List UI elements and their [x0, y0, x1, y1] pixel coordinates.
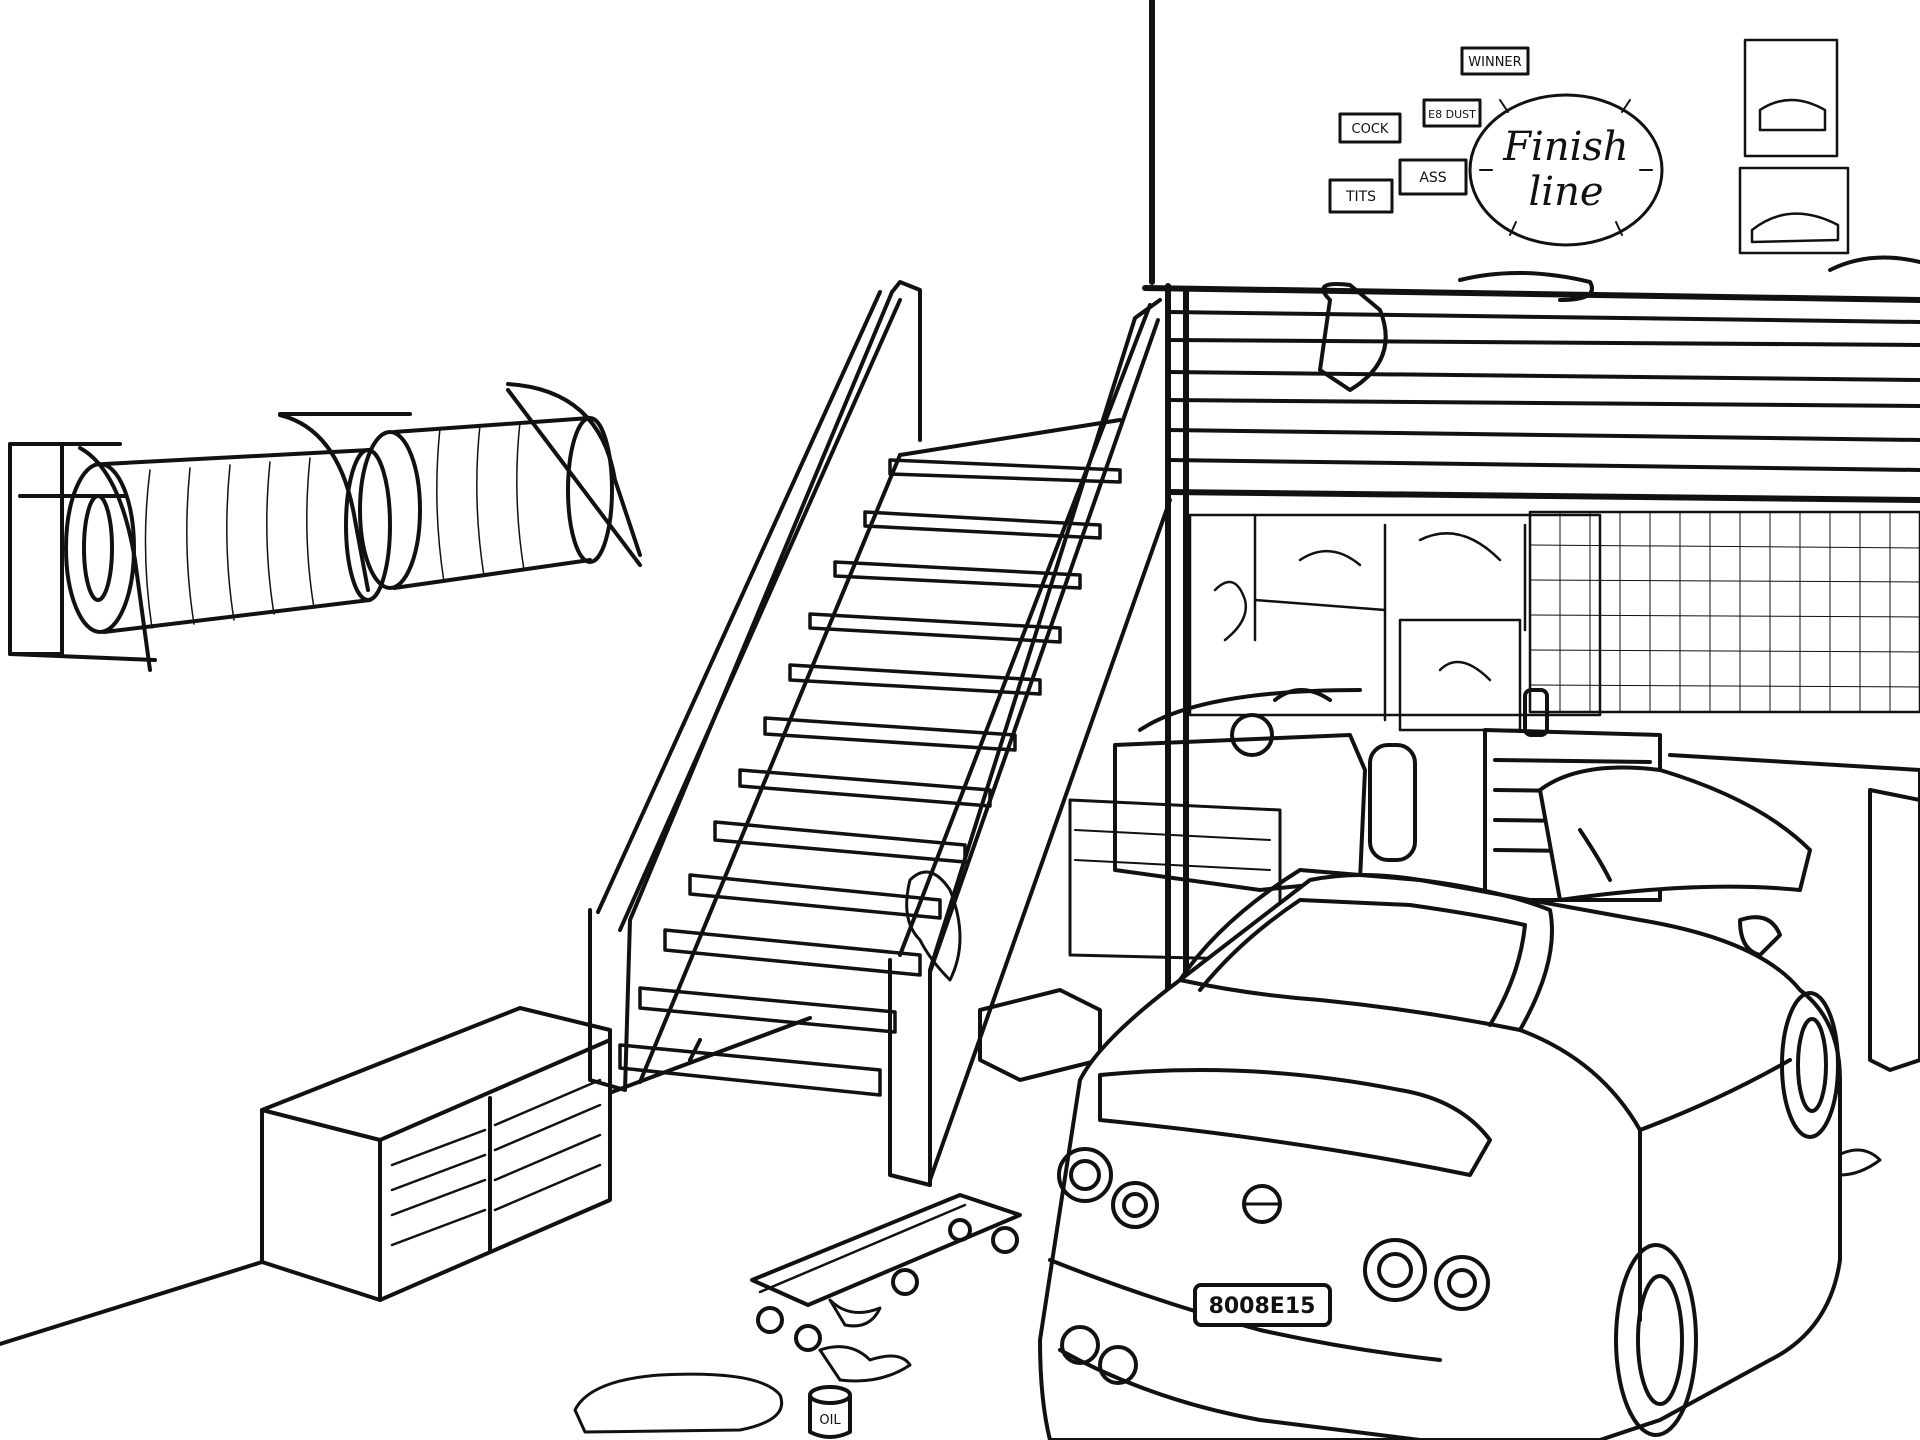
license-plate: 8008E15	[1193, 1283, 1332, 1327]
svg-text:8008E15: 8008E15	[1209, 1294, 1316, 1319]
oil-can: OIL	[808, 1385, 852, 1439]
tire-rack	[8, 382, 642, 672]
sign-line-1: Finish	[1502, 124, 1628, 170]
svg-text:COCK: COCK	[1352, 122, 1389, 137]
floor-clutter: OIL	[573, 1148, 1882, 1439]
wall-decor: WINNER E8 DUST COCK ASS TITS Finish line	[1328, 38, 1850, 255]
label-e8dust: E8 DUST	[1422, 98, 1482, 128]
label-ass: ASS	[1398, 158, 1468, 196]
floor-edges	[0, 1016, 812, 1346]
svg-text:TITS: TITS	[1345, 189, 1376, 205]
svg-text:WINNER: WINNER	[1468, 55, 1521, 70]
poster-wall	[1188, 510, 1920, 732]
tool-chest	[260, 1006, 612, 1302]
label-tits: TITS	[1328, 178, 1394, 214]
mechanic-creeper	[750, 1193, 1022, 1352]
staircase	[588, 280, 1172, 1187]
svg-text:E8 DUST: E8 DUST	[1428, 108, 1476, 121]
label-cock: COCK	[1338, 112, 1402, 144]
sports-car: 8008E15	[1038, 765, 1842, 1440]
label-winner: WINNER	[1460, 46, 1530, 76]
svg-text:ASS: ASS	[1419, 170, 1446, 186]
sign-line-2: line	[1528, 169, 1603, 215]
car-posters	[1738, 38, 1850, 255]
loft	[898, 255, 1920, 1025]
finish-line-sign: Finish line	[1468, 93, 1664, 247]
svg-text:OIL: OIL	[819, 1413, 841, 1428]
